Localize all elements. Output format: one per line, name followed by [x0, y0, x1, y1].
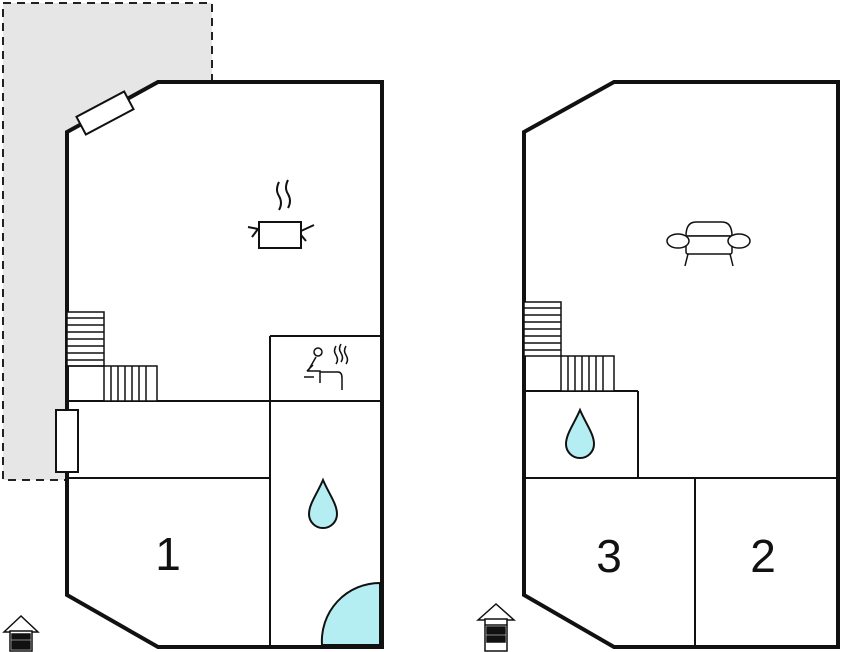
upper-floor-plan: 3 2 [522, 80, 840, 649]
floor-indicator-icon [476, 602, 516, 652]
entrance-icon [2, 614, 40, 652]
sofa-icon [666, 221, 751, 267]
terrace-area [2, 2, 213, 481]
bedroom-3-label: 3 [596, 530, 622, 582]
upper-floor-outline [522, 80, 840, 649]
ground-floor-outline [65, 80, 384, 649]
stairs-icon [523, 301, 615, 392]
window-icon [75, 90, 135, 136]
sauna-icon [304, 343, 349, 390]
ground-floor-interior-walls [67, 335, 382, 647]
window-icon [55, 409, 79, 473]
bedroom-1-label: 1 [155, 528, 181, 580]
stairs-icon [66, 311, 158, 402]
ground-floor-plan: 1 [55, 80, 384, 649]
bedroom-2-label: 2 [750, 530, 776, 582]
kitchen-pot-icon [247, 179, 315, 249]
water-drop-icon [564, 407, 596, 459]
water-drop-icon [307, 477, 339, 529]
shower-quarter-circle-icon [320, 581, 381, 646]
